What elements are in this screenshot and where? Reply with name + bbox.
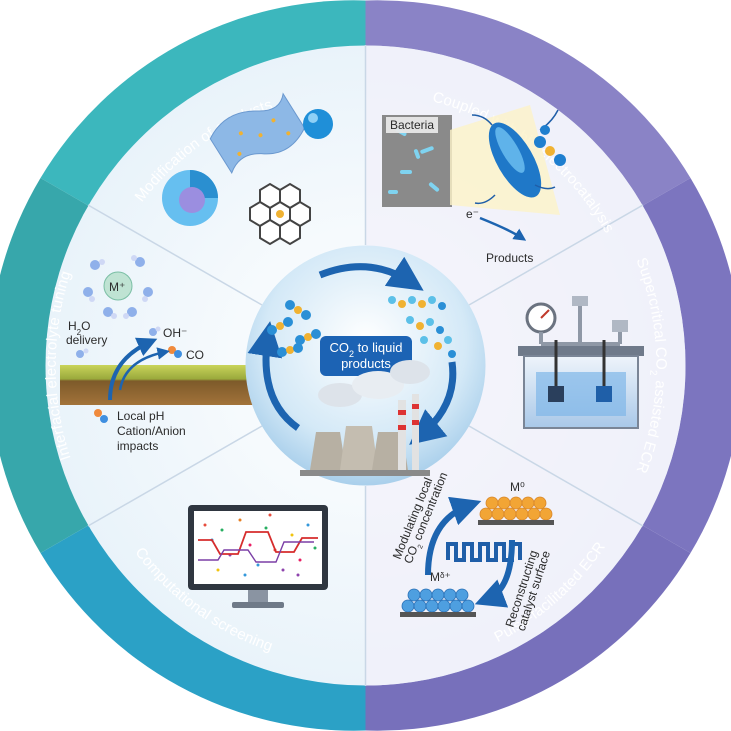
- panel-bio: Bacteria e⁻ Products: [382, 105, 566, 265]
- monitor-neck: [248, 590, 268, 602]
- hydration-water-molecules: [83, 255, 153, 319]
- reactor-lid: [518, 346, 644, 356]
- energy-path-purple: [198, 541, 314, 563]
- panel-catalysts: [162, 92, 333, 246]
- mdelta-label: Mᵟ⁺: [430, 570, 451, 584]
- panel-computational: [188, 505, 328, 608]
- core-shell-sphere-illustration: [162, 170, 218, 226]
- interface-arrow-up: [118, 347, 170, 391]
- bacterium-illustration: [471, 109, 559, 205]
- ion-molecule: [94, 409, 108, 423]
- electrode-plate-left: [548, 386, 564, 402]
- cation-label: M⁺: [109, 280, 125, 294]
- divider-upper-right: [468, 204, 644, 306]
- local-ph-label: Local pH: [117, 409, 164, 423]
- m0-label: M⁰: [510, 480, 525, 494]
- center-title-line1: CO2 to liquid: [330, 340, 403, 359]
- co-molecule: [168, 346, 182, 358]
- monitor-base: [232, 602, 284, 608]
- co2-molecules: [267, 300, 321, 357]
- cycle-arrow-right: [409, 361, 457, 445]
- co-label: CO: [186, 348, 204, 362]
- center-title-line2: products: [341, 356, 391, 371]
- valve-right: [612, 320, 628, 332]
- cycle-arrow-top: [318, 256, 424, 291]
- h2o-label: H2O: [68, 319, 90, 337]
- oxidation-arrow: [425, 496, 482, 576]
- hydroxide-molecule: [149, 326, 161, 336]
- electron-label: e⁻: [466, 207, 479, 221]
- interface-arrow-main: [108, 337, 158, 401]
- co2-molecule-bio: [534, 125, 566, 166]
- electron-flow-arrow: [479, 216, 527, 241]
- divider-lower-left: [87, 425, 263, 527]
- reduction-arrow: [474, 539, 515, 608]
- electrode-surface: [60, 365, 254, 405]
- mdelta-substrate: [400, 612, 476, 617]
- factory-illustration: [300, 360, 430, 476]
- cation-circle: [103, 271, 133, 301]
- hydroxide-label: OH⁻: [163, 326, 187, 340]
- mdelta-atom-layer: [401, 588, 475, 613]
- graphene-single-atom-illustration: [249, 182, 311, 246]
- cation-anion-label: Cation/Anion: [117, 424, 186, 438]
- valve-top: [572, 296, 588, 306]
- gas-piping: [539, 300, 622, 346]
- impacts-label: impacts: [117, 439, 158, 453]
- m0-substrate: [478, 520, 554, 525]
- electrode-plate-right: [596, 386, 612, 402]
- bacteria-label-box: [386, 117, 438, 133]
- liquid-product-molecules: [388, 296, 456, 358]
- cycle-arrow-left: [247, 321, 301, 431]
- divider-upper-left: [87, 204, 263, 306]
- water-molecule-small: [76, 348, 89, 358]
- bacteria-label: Bacteria: [390, 118, 434, 132]
- center-title-box: [320, 336, 412, 376]
- panel-interfacial: M⁺ H2O delivery OH⁻ CO Local pH Cation/A…: [60, 255, 254, 453]
- products-label: Products: [486, 251, 533, 265]
- delivery-label: delivery: [66, 333, 107, 347]
- section-dividers: [87, 45, 644, 686]
- divider-lower-right: [468, 425, 644, 527]
- central-hub: CO2 to liquid products: [245, 245, 486, 486]
- monitor-screen: [194, 511, 322, 584]
- energy-path-red: [198, 531, 318, 555]
- spiky-nanoparticle-illustration: [303, 109, 333, 139]
- panel-supercritical: [518, 296, 644, 429]
